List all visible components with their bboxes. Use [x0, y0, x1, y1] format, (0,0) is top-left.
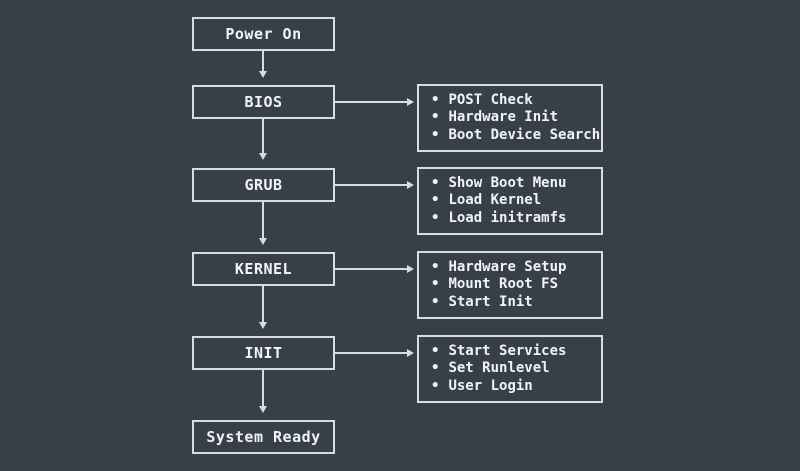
connector-grub-details	[335, 184, 407, 186]
detail-text: POST Check	[448, 91, 533, 108]
detail-item: • Mount Root FS	[431, 276, 589, 294]
detail-text: Load Kernel	[448, 192, 542, 209]
detail-item: • Boot Device Search	[431, 126, 600, 145]
stage-box-grub: GRUB	[192, 168, 335, 202]
connector-init-system-ready	[262, 370, 264, 406]
detail-item: • Load initramfs	[431, 210, 589, 228]
bullet-icon: •	[431, 377, 440, 394]
connector-bios-grub	[262, 119, 264, 153]
arrowhead-down-icon	[259, 322, 267, 329]
connector-init-details	[335, 352, 407, 354]
details-box-kernel: • Hardware Setup • Mount Root FS • Start In…	[417, 251, 603, 319]
detail-item: • Hardware Setup	[431, 259, 589, 277]
detail-text: Mount Root FS	[448, 276, 559, 293]
detail-item: • Show Boot Menu	[431, 175, 589, 193]
detail-item: • Hardware Init	[431, 109, 589, 127]
arrowhead-down-icon	[259, 406, 267, 413]
arrowhead-right-icon	[407, 181, 414, 189]
bullet-icon: •	[431, 342, 440, 359]
details-box-grub: • Show Boot Menu • Load Kernel • Load initr…	[417, 167, 603, 235]
stage-label-bios: BIOS	[244, 93, 283, 111]
detail-item: • User Login	[431, 378, 589, 396]
connector-grub-kernel	[262, 202, 264, 238]
stage-label-system-ready: System Ready	[206, 428, 321, 446]
bullet-icon: •	[431, 192, 440, 209]
arrowhead-right-icon	[407, 265, 414, 273]
bullet-icon: •	[431, 360, 440, 377]
connector-kernel-details	[335, 268, 407, 270]
bullet-icon: •	[431, 174, 440, 191]
bullet-icon: •	[431, 258, 440, 275]
bullet-icon: •	[431, 126, 440, 143]
stage-box-power-on: Power On	[192, 17, 335, 51]
stage-box-bios: BIOS	[192, 85, 335, 119]
bullet-icon: •	[431, 209, 440, 226]
connector-kernel-init	[262, 286, 264, 322]
arrowhead-right-icon	[407, 98, 414, 106]
bullet-icon: •	[431, 293, 440, 310]
detail-text: Start Init	[448, 293, 533, 310]
bullet-icon: •	[431, 276, 440, 293]
stage-label-grub: GRUB	[244, 176, 283, 194]
detail-text: Show Boot Menu	[448, 174, 567, 191]
arrowhead-right-icon	[407, 349, 414, 357]
detail-text: Hardware Setup	[448, 258, 567, 275]
bullet-icon: •	[431, 91, 440, 108]
arrowhead-down-icon	[259, 153, 267, 160]
stage-label-init: INIT	[244, 344, 283, 362]
detail-item: • Set Runlevel	[431, 360, 589, 378]
stage-box-init: INIT	[192, 336, 335, 370]
arrowhead-down-icon	[259, 71, 267, 78]
stage-label-power-on: Power On	[225, 25, 302, 43]
detail-item: • Load Kernel	[431, 192, 589, 210]
detail-item: • POST Check	[431, 92, 589, 110]
arrowhead-down-icon	[259, 238, 267, 245]
stage-box-kernel: KERNEL	[192, 252, 335, 286]
detail-text: User Login	[448, 377, 533, 394]
detail-text: Load initramfs	[448, 209, 567, 226]
connector-bios-details	[335, 101, 407, 103]
detail-text: Start Services	[448, 342, 567, 359]
detail-text: Hardware Init	[448, 109, 559, 126]
stage-box-system-ready: System Ready	[192, 420, 335, 454]
stage-label-kernel: KERNEL	[234, 260, 293, 278]
details-box-init: • Start Services • Set Runlevel • User Logi…	[417, 335, 603, 403]
detail-item: • Start Init	[431, 294, 589, 312]
bullet-icon: •	[431, 109, 440, 126]
details-box-bios: • POST Check • Hardware Init • Boot Device …	[417, 84, 603, 152]
detail-text: Boot Device Search	[448, 126, 601, 143]
connector-power-on-bios	[262, 51, 264, 71]
detail-item: • Start Services	[431, 343, 589, 361]
detail-text: Set Runlevel	[448, 360, 550, 377]
